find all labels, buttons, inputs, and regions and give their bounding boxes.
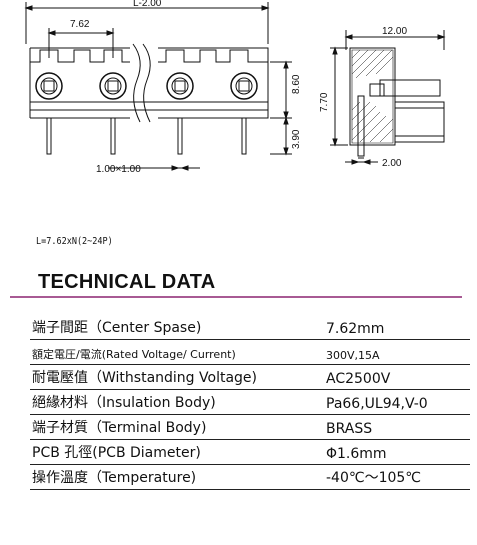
pitch-formula: L=7.62xN(2~24P) bbox=[36, 236, 113, 247]
spec-label: 耐電壓值（Withstanding Voltage) bbox=[32, 370, 257, 386]
spec-row-rated: 額定電圧/電流(Rated Voltage/ Current) 300V,15A bbox=[30, 340, 470, 365]
spec-row-center-space: 端子間距（Center Spase) 7.62mm bbox=[30, 315, 470, 340]
spec-label: 端子材質（Terminal Body) bbox=[32, 420, 207, 436]
dim-body-height: 8.60 bbox=[291, 74, 302, 94]
dim-side-height: 7.70 bbox=[319, 92, 330, 112]
spec-label: PCB 孔徑(PCB Diameter) bbox=[32, 445, 201, 461]
spec-value: BRASS bbox=[326, 421, 373, 437]
spec-value: Pa66,UL94,V-0 bbox=[326, 396, 428, 412]
spec-label: 額定電圧/電流(Rated Voltage/ Current) bbox=[32, 348, 236, 361]
spec-value: -40℃～105℃ bbox=[326, 470, 422, 486]
spec-row-terminal: 端子材質（Terminal Body) BRASS bbox=[30, 415, 470, 440]
side-view bbox=[330, 30, 446, 165]
technical-drawing: L-2.00 7.62 8.60 3.90 1.00×1.00 12.00 7.… bbox=[24, 0, 446, 175]
screw-1 bbox=[35, 72, 63, 100]
dim-pin-length: 3.90 bbox=[291, 129, 302, 149]
screw-2 bbox=[99, 72, 127, 100]
spec-label: 絕緣材料（Insulation Body) bbox=[32, 395, 216, 411]
title-divider bbox=[10, 296, 462, 298]
spec-value: 7.62mm bbox=[326, 321, 385, 337]
spec-row-insulation: 絕緣材料（Insulation Body) Pa66,UL94,V-0 bbox=[30, 390, 470, 415]
spec-row-temperature: 操作溫度（Temperature) -40℃～105℃ bbox=[30, 465, 470, 490]
spec-table: 端子間距（Center Spase) 7.62mm 額定電圧/電流(Rated … bbox=[30, 315, 470, 490]
dim-side-width: 12.00 bbox=[382, 26, 407, 37]
dim-pitch: 7.62 bbox=[70, 19, 90, 30]
section-title: TECHNICAL DATA bbox=[38, 271, 216, 293]
dim-pin-offset: 2.00 bbox=[382, 158, 402, 169]
spec-value: AC2500V bbox=[326, 371, 391, 387]
spec-value: 300V,15A bbox=[326, 349, 380, 362]
screw-3 bbox=[166, 72, 194, 100]
dim-overall-length: L-2.00 bbox=[133, 0, 162, 9]
front-view bbox=[24, 2, 292, 171]
spec-row-pcb: PCB 孔徑(PCB Diameter) Φ1.6mm bbox=[30, 440, 470, 465]
spec-label: 端子間距（Center Spase) bbox=[32, 320, 202, 336]
screw-4 bbox=[230, 72, 258, 100]
spec-value: Φ1.6mm bbox=[326, 446, 387, 462]
dim-pin-size: 1.00×1.00 bbox=[96, 164, 141, 175]
spec-label: 操作溫度（Temperature) bbox=[32, 470, 197, 486]
spec-row-withstanding: 耐電壓值（Withstanding Voltage) AC2500V bbox=[30, 365, 470, 390]
